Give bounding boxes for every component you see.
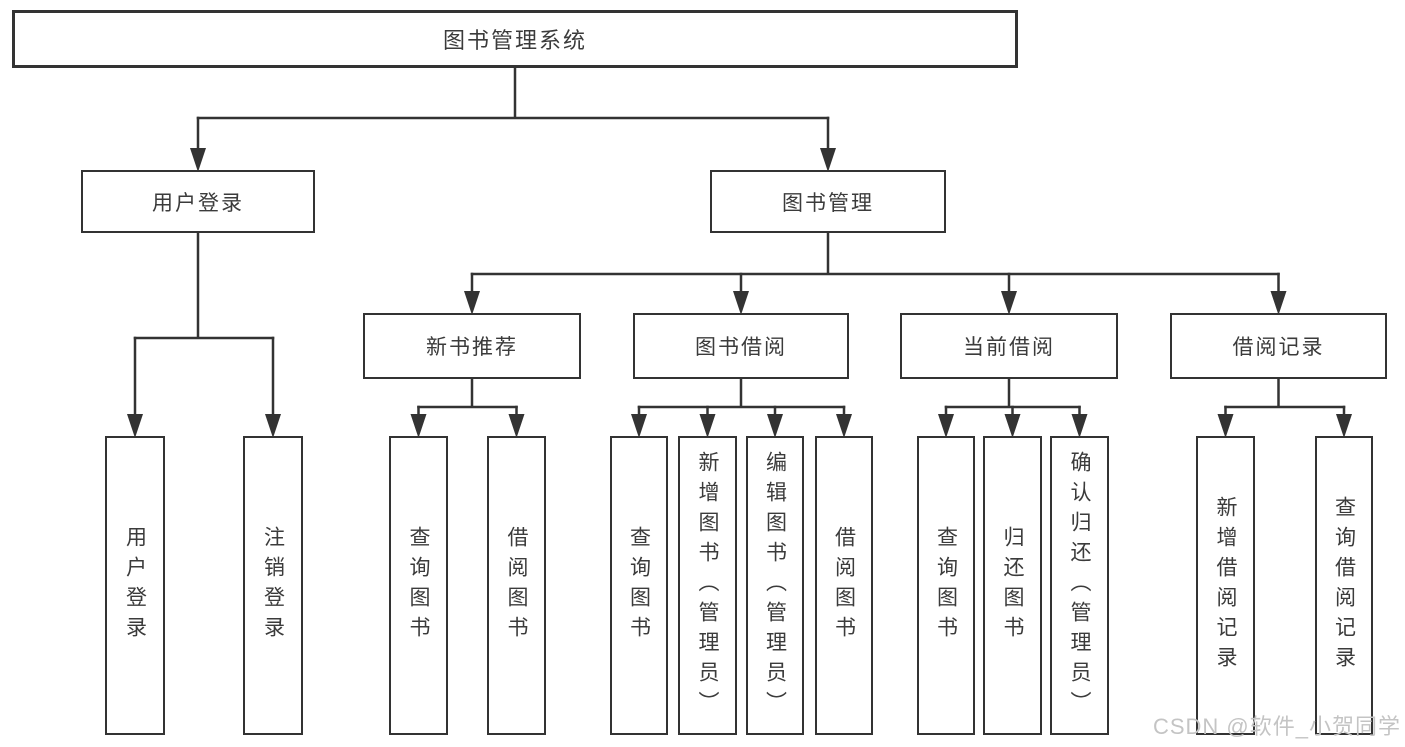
node-label: 查询图书: [934, 525, 958, 646]
node-leaf-br-add: 新增借阅记录: [1196, 436, 1255, 735]
node-label: 确认归还（管理员）: [1068, 450, 1091, 721]
watermark: CSDN @软件_小贺同学: [1152, 714, 1401, 739]
node-book-mgmt: 图书管理: [710, 170, 946, 233]
node-leaf-br-query: 查询借阅记录: [1315, 436, 1373, 735]
node-leaf-bb-edit: 编辑图书（管理员）: [746, 436, 804, 735]
node-root: 图书管理系统: [12, 10, 1018, 68]
node-leaf-cb-confirm: 确认归还（管理员）: [1050, 436, 1109, 735]
node-leaf-bb-query: 查询图书: [610, 436, 668, 735]
node-user-login: 用户登录: [81, 170, 315, 233]
node-label: 查询图书: [407, 525, 430, 646]
node-label: 用户登录: [123, 525, 147, 646]
node-label: 查询借阅记录: [1332, 495, 1356, 676]
node-label: 借阅图书: [505, 525, 528, 646]
node-leaf-user-login: 用户登录: [105, 436, 165, 735]
node-label: 图书管理: [782, 191, 874, 215]
node-label: 图书管理系统: [442, 28, 587, 53]
node-borrow-record: 借阅记录: [1170, 313, 1387, 379]
node-book-borrow: 图书借阅: [633, 313, 849, 379]
node-leaf-cb-query: 查询图书: [917, 436, 975, 735]
node-label: 查询图书: [627, 525, 651, 646]
node-current-borrow: 当前借阅: [900, 313, 1118, 379]
node-leaf-nbr-borrow: 借阅图书: [487, 436, 546, 735]
node-leaf-bb-add: 新增图书（管理员）: [678, 436, 737, 735]
node-label: 新增借阅记录: [1214, 495, 1237, 676]
node-new-book-rec: 新书推荐: [363, 313, 581, 379]
node-label: 归还图书: [1001, 525, 1024, 646]
node-label: 新书推荐: [426, 336, 518, 359]
node-label: 注销登录: [261, 525, 285, 646]
node-label: 当前借阅: [963, 336, 1055, 359]
node-label: 编辑图书（管理员）: [763, 450, 787, 721]
node-label: 图书借阅: [695, 336, 787, 359]
node-label: 借阅图书: [832, 525, 856, 646]
node-leaf-logout: 注销登录: [243, 436, 303, 735]
node-label: 借阅记录: [1232, 336, 1325, 359]
node-label: 用户登录: [152, 191, 244, 215]
node-leaf-bb-borrow: 借阅图书: [815, 436, 873, 735]
node-leaf-nbr-query: 查询图书: [389, 436, 448, 735]
node-leaf-cb-return: 归还图书: [983, 436, 1042, 735]
node-label: 新增图书（管理员）: [696, 450, 719, 721]
